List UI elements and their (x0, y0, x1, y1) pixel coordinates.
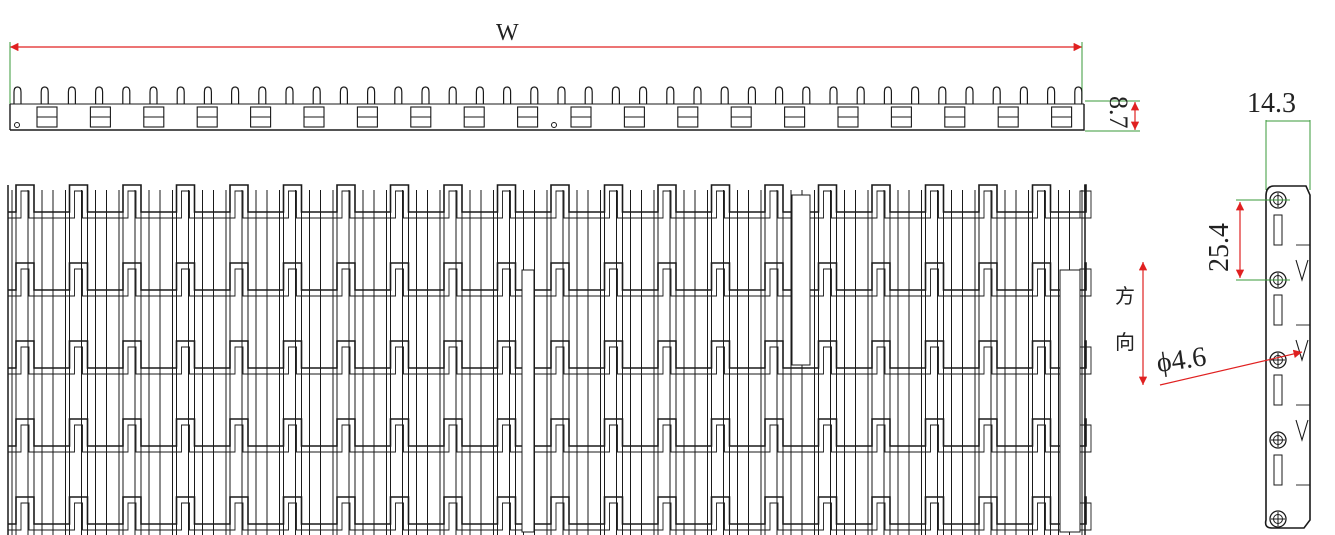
edge-tooth (176, 86, 185, 104)
edge-tooth (258, 86, 267, 104)
side-slot (1273, 294, 1283, 326)
link-boundary (8, 262, 1087, 291)
pin-diameter-leader (1159, 349, 1303, 386)
splice-section (791, 194, 811, 366)
edge-tooth (530, 86, 539, 104)
side-slot (1273, 214, 1283, 246)
edge-tooth (1074, 86, 1083, 104)
edge-tooth (421, 86, 430, 104)
side-slot (1273, 374, 1283, 406)
link-boundary (8, 418, 1087, 447)
edge-tooth (557, 86, 566, 104)
side-pin (1269, 431, 1287, 449)
side-view: 14.3 25.4 ϕ4.6 (1155, 88, 1311, 529)
direction-label-2: 向 (1115, 330, 1135, 354)
edge-tooth (911, 86, 920, 104)
link-boundary (8, 184, 1087, 213)
edge-tooth (67, 86, 76, 104)
side-vee (1295, 419, 1309, 442)
direction-label-1: 方 (1115, 284, 1135, 308)
link-inner-line (8, 424, 1092, 453)
edge-tooth (639, 86, 648, 104)
link-inner-line (8, 346, 1092, 375)
side-outline (1264, 185, 1311, 529)
edge-tooth (829, 86, 838, 104)
link-inner-line (8, 268, 1092, 297)
edge-tooth (13, 86, 22, 104)
edge-tooth (203, 86, 212, 104)
edge-tooth (312, 86, 321, 104)
edge-tooth (965, 86, 974, 104)
edge-tooth (285, 86, 294, 104)
edge-tooth (40, 86, 49, 104)
side-slot (1273, 454, 1283, 486)
edge-tooth (367, 86, 376, 104)
splice-section (1059, 269, 1081, 533)
direction-indicator: 方 向 (1115, 262, 1148, 385)
edge-tooth (938, 86, 947, 104)
edge-tooth (394, 86, 403, 104)
edge-base-outline (9, 104, 1085, 131)
edge-tooth (122, 86, 131, 104)
side-vee (1295, 339, 1309, 362)
link-inner-line (8, 190, 1092, 219)
edge-tooth (802, 86, 811, 104)
edge-tooth (95, 86, 104, 104)
edge-tooth (231, 86, 240, 104)
edge-tooth (149, 86, 158, 104)
edge-tooth (475, 86, 484, 104)
side-vee (1295, 259, 1309, 282)
edge-pin-hole (551, 122, 557, 128)
edge-tooth (1047, 86, 1056, 104)
edge-tooth (720, 86, 729, 104)
belt-outline (7, 185, 1086, 535)
side-profile (1264, 185, 1311, 529)
edge-tooth (992, 86, 1001, 104)
edge-tooth (856, 86, 865, 104)
edge-tooth (339, 86, 348, 104)
edge-tooth (611, 86, 620, 104)
link-boundary (8, 496, 1087, 525)
splice-section (521, 269, 535, 533)
edge-tooth (584, 86, 593, 104)
thickness-label: 14.3 (1247, 88, 1296, 119)
edge-tooth (448, 86, 457, 104)
width-label: W (496, 20, 519, 46)
link-boundary (8, 340, 1087, 369)
edge-tooth (1019, 86, 1028, 104)
height-label: 8.7 (1104, 96, 1133, 129)
edge-tooth (666, 86, 675, 104)
side-pin (1269, 510, 1287, 528)
pitch-label: 25.4 (1204, 223, 1235, 272)
edge-tooth (693, 86, 702, 104)
edge-pin-hole (14, 122, 20, 128)
edge-tooth (503, 86, 512, 104)
edge-tooth (883, 86, 892, 104)
edge-profile (9, 86, 1085, 131)
edge-tooth (747, 86, 756, 104)
belt-plan-view (7, 184, 1092, 535)
link-inner-line (8, 502, 1092, 531)
edge-tooth (775, 86, 784, 104)
edge-view: W 8.7 (9, 20, 1140, 132)
pin-diameter-label: ϕ4.6 (1155, 341, 1209, 379)
